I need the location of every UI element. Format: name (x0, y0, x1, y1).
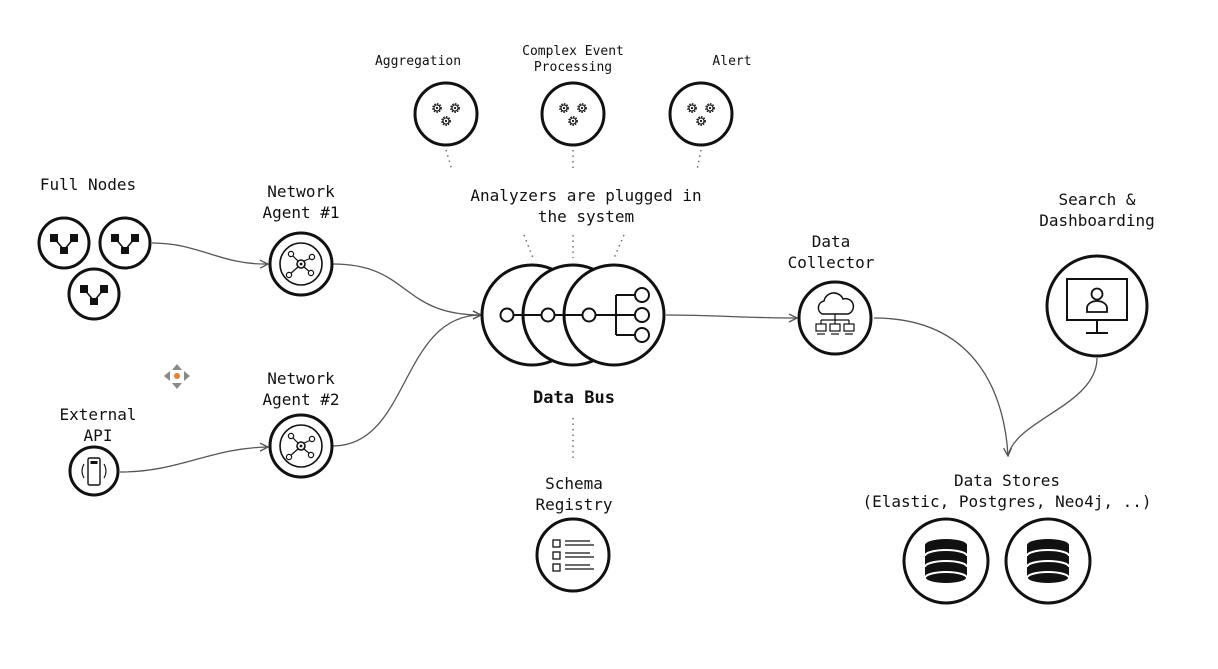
data-bus-node (480, 263, 666, 367)
edge-agent1-databus (332, 263, 481, 315)
data-store-1 (902, 517, 990, 605)
database-icon (924, 538, 968, 585)
edge-search-datastores (1007, 357, 1098, 457)
full-node-1 (37, 216, 91, 270)
dotted-alert (696, 149, 702, 171)
edge-agent2-databus (332, 315, 481, 447)
alert-label: Alert (712, 54, 752, 69)
schema-registry-label: Schema Registry (535, 474, 613, 514)
schema-registry-node (535, 517, 611, 593)
edge-externalapi-agent2 (119, 447, 268, 473)
full-nodes-label: Full Nodes (39, 175, 137, 194)
external-api-label: External API (59, 405, 137, 445)
data-collector-label: Data Collector (787, 232, 875, 272)
phone-signal-icon (81, 457, 107, 486)
monitor-user-icon (1066, 278, 1128, 334)
complex-event-processing-label: Complex Event Processing (522, 44, 624, 75)
aggregation-node (413, 81, 479, 147)
network-agent-1-label: Network Agent #1 (262, 182, 340, 222)
dotted-note-bus-1 (523, 234, 534, 259)
network-agent-2-label: Network Agent #2 (262, 369, 340, 409)
alert-node (668, 81, 734, 147)
external-api-node (68, 445, 120, 497)
cloud-network-icon (815, 292, 855, 335)
move-cursor-icon (164, 364, 190, 389)
network-agent-2-node (268, 413, 334, 479)
aggregation-label: Aggregation (374, 54, 462, 69)
complex-event-processing-node (540, 81, 606, 147)
checklist-icon (552, 539, 594, 572)
dotted-aggregation (445, 149, 453, 171)
network-agent-1-node (268, 231, 334, 297)
edge-fullnodes-agent1 (151, 242, 268, 264)
data-bus-label: Data Bus (533, 388, 615, 408)
full-node-3 (67, 267, 121, 321)
data-store-2 (1004, 517, 1092, 605)
analyzers-note: Analyzers are plugged in the system (470, 186, 702, 226)
edge-databus-collector (665, 315, 797, 318)
database-icon (1026, 538, 1070, 585)
edge-collector-datastores (873, 317, 1008, 456)
data-collector-node (797, 280, 873, 356)
search-dashboarding-label: Search & Dashboarding (1039, 190, 1155, 230)
data-stores-label: Data Stores (Elastic, Postgres, Neo4j, .… (862, 471, 1152, 511)
search-dashboarding-node (1045, 254, 1149, 358)
dotted-note-bus-3 (613, 234, 625, 259)
bus-connector-icon (499, 287, 650, 343)
full-node-2 (98, 216, 152, 270)
